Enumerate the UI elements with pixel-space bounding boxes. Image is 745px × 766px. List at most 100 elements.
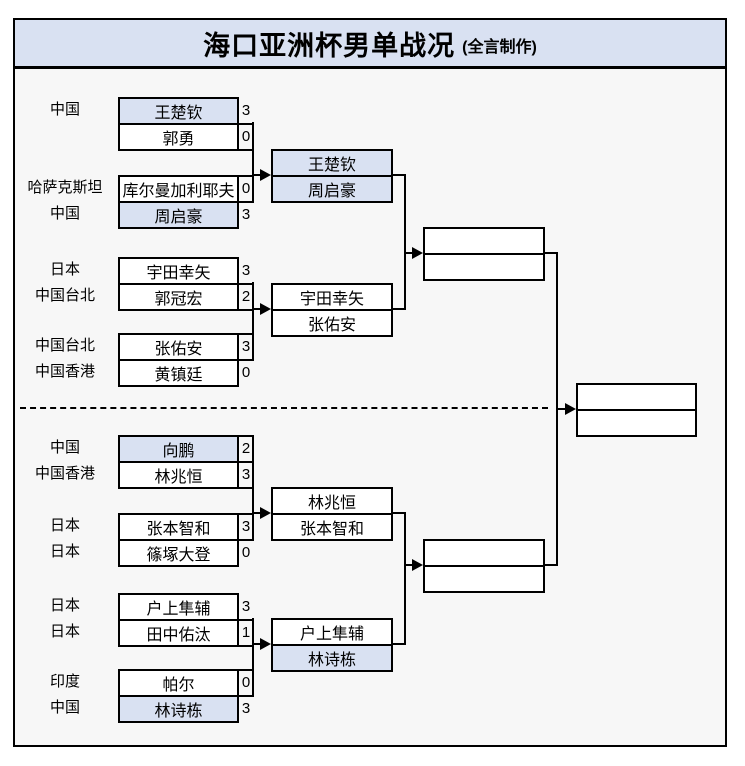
player-name-cell: 户上隼辅 bbox=[120, 595, 237, 619]
country-label: 中国 bbox=[49, 101, 80, 118]
player-name-cell: 林诗栋 bbox=[120, 697, 237, 721]
player-name-cell: 田中佑汰 bbox=[120, 621, 237, 645]
match-pair-box: 向鹏林兆恒 bbox=[118, 435, 239, 489]
connector-line bbox=[252, 512, 262, 514]
arrow-icon bbox=[260, 507, 271, 519]
connector-line bbox=[404, 174, 406, 310]
match-pair-box: 库尔曼加利耶夫周启豪 bbox=[118, 175, 239, 229]
country-label: 中国香港 bbox=[34, 465, 95, 482]
round2-player-cell: 张佑安 bbox=[273, 311, 391, 335]
connector-line bbox=[252, 282, 254, 360]
score-value: 0 bbox=[241, 674, 251, 691]
score-value: 2 bbox=[241, 440, 251, 457]
connector-line bbox=[543, 252, 558, 254]
score-value: 3 bbox=[241, 206, 251, 223]
match-pair-box: 张本智和篠塚大登 bbox=[118, 513, 239, 567]
arrow-icon bbox=[412, 559, 423, 571]
player-name-cell: 宇田幸矢 bbox=[120, 259, 237, 283]
arrow-icon bbox=[565, 403, 576, 415]
score-value: 3 bbox=[241, 102, 251, 119]
country-label: 日本 bbox=[49, 517, 80, 534]
connector-line bbox=[556, 408, 567, 410]
country-label: 中国香港 bbox=[34, 363, 95, 380]
semifinal-player-cell bbox=[425, 229, 543, 253]
round2-player-cell: 宇田幸矢 bbox=[273, 285, 391, 309]
country-label: 日本 bbox=[49, 543, 80, 560]
round2-player-cell: 林兆恒 bbox=[273, 489, 391, 513]
connector-line bbox=[391, 512, 406, 514]
country-label: 日本 bbox=[49, 261, 80, 278]
connector-line bbox=[252, 618, 254, 696]
connector-line bbox=[404, 564, 414, 566]
score-value: 3 bbox=[241, 466, 251, 483]
title-bar: 海口亚洲杯男单战况 (全言制作) bbox=[15, 20, 725, 69]
semifinal-box bbox=[423, 227, 545, 281]
country-label: 中国台北 bbox=[34, 337, 95, 354]
score-value: 0 bbox=[241, 364, 251, 381]
score-value: 0 bbox=[241, 180, 251, 197]
score-value: 0 bbox=[241, 544, 251, 561]
connector-line bbox=[252, 643, 262, 645]
connector-line bbox=[252, 460, 254, 540]
match-pair-box: 王楚钦郭勇 bbox=[118, 97, 239, 151]
player-name-cell: 黄镇廷 bbox=[120, 361, 237, 385]
round2-player-cell: 王楚钦 bbox=[273, 151, 391, 175]
country-label: 印度 bbox=[49, 673, 80, 690]
country-label: 日本 bbox=[49, 597, 80, 614]
arrow-icon bbox=[260, 638, 271, 650]
score-value: 3 bbox=[241, 598, 251, 615]
player-name-cell: 向鹏 bbox=[120, 437, 237, 461]
connector-line bbox=[252, 122, 254, 202]
round2-box: 林兆恒张本智和 bbox=[271, 487, 393, 541]
round2-box: 王楚钦周启豪 bbox=[271, 149, 393, 203]
round2-player-cell: 周启豪 bbox=[273, 177, 391, 201]
round2-box: 宇田幸矢张佑安 bbox=[271, 283, 393, 337]
player-name-cell: 张本智和 bbox=[120, 515, 237, 539]
country-label: 中国 bbox=[49, 205, 80, 222]
player-name-cell: 郭勇 bbox=[120, 125, 237, 149]
semifinal-player-cell bbox=[425, 567, 543, 591]
arrow-icon bbox=[412, 247, 423, 259]
semifinal-player-cell bbox=[425, 541, 543, 565]
score-value: 2 bbox=[241, 288, 251, 305]
country-label: 中国 bbox=[49, 699, 80, 716]
player-name-cell: 林兆恒 bbox=[120, 463, 237, 487]
match-pair-box: 帕尔林诗栋 bbox=[118, 669, 239, 723]
final-player-cell bbox=[578, 385, 695, 409]
arrow-icon bbox=[260, 169, 271, 181]
connector-line bbox=[252, 308, 262, 310]
score-value: 1 bbox=[241, 624, 251, 641]
round2-player-cell: 张本智和 bbox=[273, 515, 391, 539]
player-name-cell: 篠塚大登 bbox=[120, 541, 237, 565]
connector-line bbox=[404, 252, 414, 254]
connector-line bbox=[391, 308, 406, 310]
match-pair-box: 张佑安黄镇廷 bbox=[118, 333, 239, 387]
country-label bbox=[14, 126, 116, 146]
player-name-cell: 张佑安 bbox=[120, 335, 237, 359]
connector-line bbox=[404, 512, 406, 645]
match-pair-box: 户上隼辅田中佑汰 bbox=[118, 593, 239, 647]
country-label: 中国台北 bbox=[34, 287, 95, 304]
final-player-cell bbox=[578, 411, 695, 435]
title-credit: (全言制作) bbox=[462, 39, 537, 56]
score-value: 0 bbox=[241, 128, 251, 145]
score-value: 3 bbox=[241, 700, 251, 717]
round2-box: 户上隼辅林诗栋 bbox=[271, 618, 393, 672]
country-label: 中国 bbox=[49, 439, 80, 456]
page-title: 海口亚洲杯男单战况 bbox=[203, 30, 456, 61]
player-name-cell: 王楚钦 bbox=[120, 99, 237, 123]
score-value: 3 bbox=[241, 262, 251, 279]
score-value: 3 bbox=[241, 518, 251, 535]
player-name-cell: 帕尔 bbox=[120, 671, 237, 695]
country-label: 日本 bbox=[49, 623, 80, 640]
semifinal-box bbox=[423, 539, 545, 593]
player-name-cell: 郭冠宏 bbox=[120, 285, 237, 309]
score-value: 3 bbox=[241, 338, 251, 355]
semifinal-player-cell bbox=[425, 255, 543, 279]
round2-player-cell: 户上隼辅 bbox=[273, 620, 391, 644]
player-name-cell: 周启豪 bbox=[120, 203, 237, 227]
connector-line bbox=[252, 174, 262, 176]
match-pair-box: 宇田幸矢郭冠宏 bbox=[118, 257, 239, 311]
